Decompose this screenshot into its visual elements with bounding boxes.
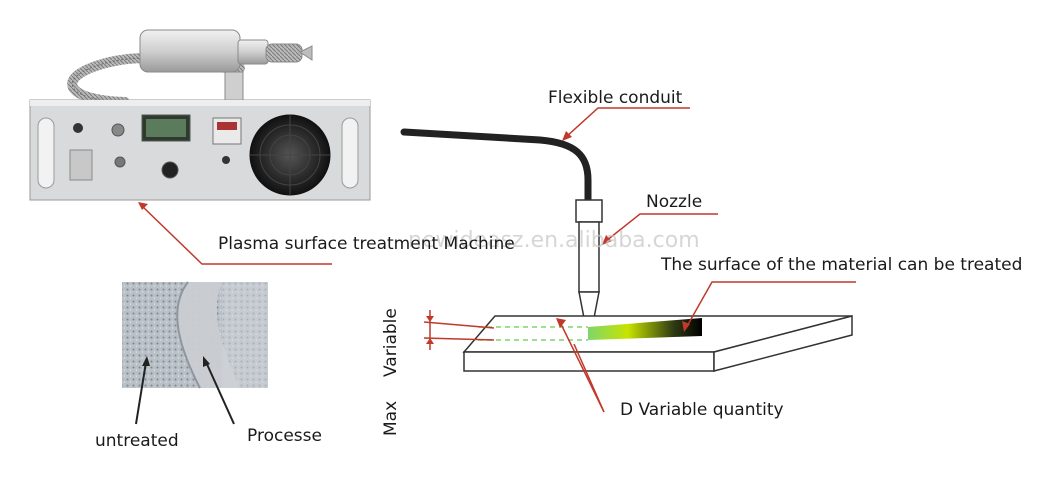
knob-icon xyxy=(114,156,126,168)
leader-nozzle xyxy=(602,213,718,245)
plasma-machine xyxy=(29,29,371,201)
material-plate xyxy=(462,315,853,372)
label-variable: Variable xyxy=(381,308,401,377)
watermark: newideasz.en.alibaba.com xyxy=(408,228,700,253)
left-handle xyxy=(37,117,55,189)
right-handle xyxy=(341,117,359,189)
knob-icon xyxy=(161,161,179,179)
leader-machine xyxy=(138,202,332,265)
knob-icon xyxy=(111,123,125,137)
arrow-untreated xyxy=(135,356,150,425)
leader-flexible-conduit xyxy=(562,107,690,141)
label-surface: The surface of the material can be treat… xyxy=(661,255,1023,275)
gap-dimension xyxy=(423,310,495,350)
treated-strip xyxy=(588,318,702,340)
fan-icon xyxy=(249,114,331,196)
sample-photo xyxy=(122,281,268,389)
indicator-lamp-icon xyxy=(73,123,83,133)
label-nozzle: Nozzle xyxy=(646,192,703,212)
controller-icon xyxy=(212,117,242,145)
flexible-conduit xyxy=(400,128,592,206)
label-d-variable: D Variable quantity xyxy=(620,400,784,420)
label-flexible-conduit: Flexible conduit xyxy=(548,88,683,108)
label-untreated: untreated xyxy=(95,431,179,451)
d-variable-leader xyxy=(556,318,605,413)
power-switch-icon xyxy=(69,149,93,181)
nozzle xyxy=(575,199,603,332)
label-machine: Plasma surface treatment Machine xyxy=(218,234,515,254)
leader-surface xyxy=(682,281,856,332)
plasma-generator-head xyxy=(139,29,313,103)
label-max: Max xyxy=(381,400,401,436)
arrow-processed xyxy=(203,356,235,425)
label-processe: Processe xyxy=(247,426,322,446)
